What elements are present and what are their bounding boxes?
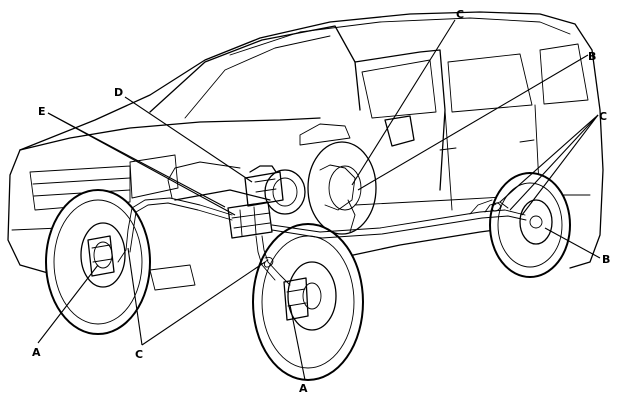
front-fascia — [7, 149, 56, 276]
label-c-left: C — [135, 348, 143, 361]
headlight — [129, 154, 179, 199]
front-right-caliper — [283, 277, 309, 321]
front-right-brake-disc — [287, 261, 337, 331]
front-right-wheel — [252, 223, 364, 381]
brake-master-cylinder — [244, 165, 306, 215]
label-a-front-left: A — [32, 346, 41, 359]
callout-labels: A C A C B C B D E — [32, 8, 610, 395]
side-mirror — [384, 115, 415, 147]
label-d-top: D — [114, 86, 123, 99]
rear-left-brake-assembly — [307, 141, 377, 235]
quarter-window — [539, 43, 589, 105]
label-c-rear: C — [599, 110, 607, 123]
rear-right-wheel — [489, 172, 571, 278]
label-c-top: C — [456, 8, 464, 21]
abs-modulator-unit — [227, 201, 273, 239]
label-e-top: E — [38, 105, 46, 118]
label-b-rear: B — [602, 253, 610, 266]
front-door-window — [361, 59, 437, 119]
rear-door-window — [447, 53, 533, 113]
label-a-front-right: A — [299, 382, 308, 395]
front-left-brake-disc — [80, 222, 126, 288]
brake-booster — [264, 169, 306, 215]
rear-brake-disc — [519, 199, 553, 245]
leader-lines — [37, 19, 601, 381]
windshield — [149, 25, 361, 113]
brake-lines — [117, 161, 527, 286]
grille — [29, 165, 131, 211]
front-left-caliper — [87, 235, 115, 277]
label-b-master: B — [588, 50, 596, 63]
roof-outline — [19, 11, 604, 269]
